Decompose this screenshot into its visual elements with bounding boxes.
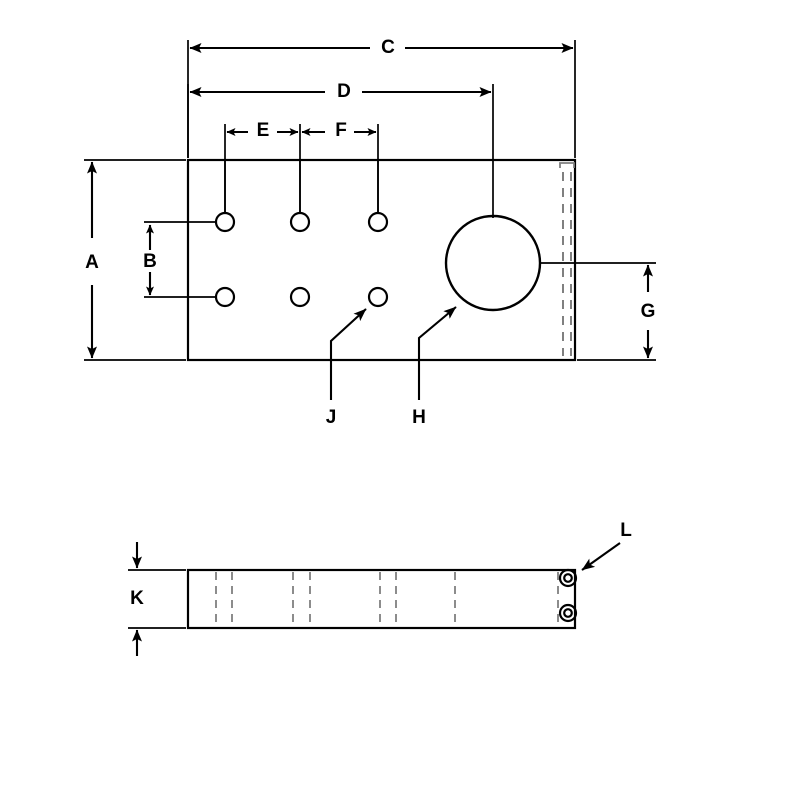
small-hole <box>367 286 389 308</box>
dimension-label-e: E <box>257 120 270 141</box>
leader-l: L <box>581 520 632 571</box>
dimension-g: G <box>540 262 656 361</box>
small-hole <box>214 286 236 308</box>
hole-centerlines <box>224 160 379 213</box>
dimension-label-g: G <box>641 301 656 322</box>
dimension-label-f: F <box>335 120 347 141</box>
dimension-label-d: D <box>337 81 351 102</box>
dimension-b: B <box>143 221 216 298</box>
side-plate-outline <box>186 568 577 630</box>
leader-h: H <box>412 306 457 428</box>
dimension-a: A <box>84 159 186 361</box>
fastener-outer <box>558 603 578 623</box>
dimension-c: C <box>187 37 576 158</box>
dimension-label-b: B <box>143 251 157 272</box>
leader-j: J <box>326 308 367 428</box>
fastener-inner <box>563 573 573 583</box>
front-plate-outline <box>186 158 577 362</box>
dimension-label-k: K <box>130 588 144 609</box>
side-fastener-group <box>558 568 578 623</box>
dimension-k: K <box>128 542 186 656</box>
small-hole <box>214 211 236 233</box>
small-hole <box>367 211 389 233</box>
dimension-f: F <box>301 120 379 213</box>
hidden-slot-lines <box>559 162 575 356</box>
leader-label-j: J <box>326 407 337 428</box>
leader-label-l: L <box>620 520 632 541</box>
large-hole <box>444 214 542 312</box>
side-hidden-lines <box>215 572 559 626</box>
dimension-label-a: A <box>85 252 99 273</box>
fastener-inner <box>563 608 573 618</box>
small-hole <box>289 286 311 308</box>
dimension-d: D <box>187 81 494 218</box>
front-view: C D E F <box>84 37 656 428</box>
dimension-label-c: C <box>381 37 395 58</box>
small-hole-group <box>214 211 389 308</box>
small-hole <box>289 211 311 233</box>
dimension-e: E <box>224 120 301 213</box>
leader-label-h: H <box>412 407 426 428</box>
side-view: K L <box>128 520 632 656</box>
fastener-outer <box>558 568 578 588</box>
